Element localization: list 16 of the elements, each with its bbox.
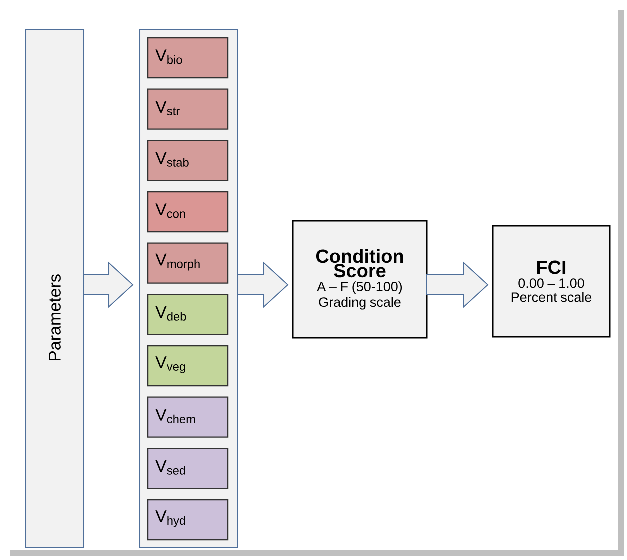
variable-box: V$_{hyd}$ [147, 499, 229, 541]
variable-box: V$_{chem}$ [147, 396, 229, 438]
parameter-band: Parameters [26, 30, 84, 548]
variable-box: V$_{stab}$ [147, 140, 229, 182]
variable-box: V$_{veg}$ [147, 345, 229, 387]
variable-box: V$_{con}$ [147, 191, 229, 233]
block-arrow [84, 262, 134, 308]
variable-box: V$_{str}$ [147, 88, 229, 130]
result-box: FCI 0.00 – 1.00 Percent scale [492, 225, 611, 338]
variable-box: V$_{deb}$ [147, 294, 229, 336]
variable-box: V$_{sed}$ [147, 448, 229, 490]
block-arrow [238, 262, 289, 308]
variable-box: V$_{morph}$ [147, 242, 229, 284]
variable-box: V$_{bio}$ [147, 37, 229, 79]
block-arrow [426, 262, 489, 308]
result-box: Condition Score A – F (50-100) Grading scale [292, 220, 428, 339]
